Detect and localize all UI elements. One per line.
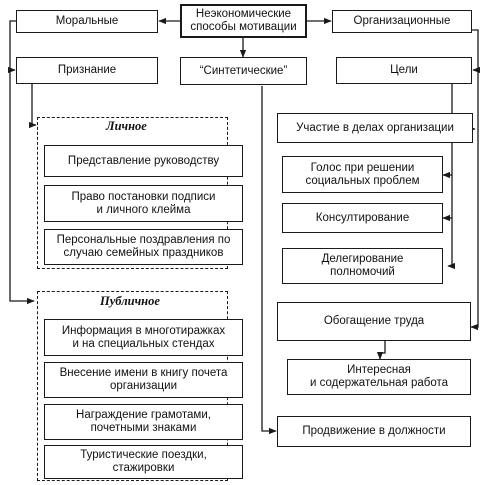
voice-label: Голос при решении социальных проблем	[305, 161, 420, 187]
voice-box: Голос при решении социальных проблем	[282, 156, 443, 193]
recognition-box: Признание	[16, 57, 158, 84]
organizational-box: Организационные	[332, 10, 472, 33]
moral-label: Моральные	[55, 15, 119, 27]
personal-item-label: Представление руководству	[67, 154, 220, 167]
arrow-goals-to-delegation	[447, 84, 456, 270]
public-item-label: Туристические поездки, стажировки	[80, 449, 207, 474]
promotion-box: Продвижение в должности	[277, 416, 471, 447]
public-item-label: Награждение грамотами, почетными знаками	[76, 409, 211, 434]
personal-item-label: Право постановки подписи и личного клейм…	[71, 190, 216, 216]
public-item-label: Внесение имени в книгу почета организаци…	[59, 367, 228, 392]
personal-item: Представление руководству	[44, 145, 243, 177]
organizational-label: Организационные	[353, 15, 451, 27]
synthetic-box: “Синтетические”	[180, 57, 307, 85]
arrow-recognition-to-personal	[28, 84, 37, 129]
consulting-box: Консултирование	[282, 203, 443, 233]
arrow-enrichment-to-interesting	[376, 341, 386, 360]
arrow-org-to-enrichment	[470, 29, 479, 331]
participation-label: Участие в делах организации	[296, 121, 454, 134]
moral-box: Моральные	[16, 10, 158, 33]
personal-item-label: Персональные поздравления по случаю семе…	[56, 234, 231, 259]
synthetic-label: “Синтетические”	[199, 64, 288, 77]
enrichment-box: Обогащение труда	[277, 302, 471, 341]
personal-group-title: Личное	[103, 119, 150, 133]
arrow-synthetic-to-promotion	[261, 86, 277, 435]
root-box: Неэкономические способы мотивации	[180, 4, 307, 38]
public-item: Внесение имени в книгу почета организаци…	[44, 362, 243, 398]
goals-box: Цели	[336, 57, 472, 84]
delegation-box: Делегирование полномочий	[282, 248, 443, 284]
recognition-label: Признание	[57, 64, 117, 76]
goals-label: Цели	[390, 64, 418, 76]
root-label: Неэкономические способы мотивации	[190, 8, 297, 33]
delegation-label: Делегирование полномочий	[321, 253, 404, 278]
interesting-work-label: Интересная и содержательная работа	[309, 364, 449, 389]
interesting-work-box: Интересная и содержательная работа	[287, 359, 471, 395]
public-item: Награждение грамотами, почетными знаками	[44, 404, 243, 440]
participation-box: Участие в делах организации	[277, 113, 473, 143]
promotion-label: Продвижение в должности	[302, 425, 446, 437]
public-item: Информация в многотиражках и на специаль…	[44, 319, 243, 356]
arrow-moral-to-public	[9, 20, 35, 305]
public-item-label: Информация в многотиражках и на специаль…	[61, 324, 226, 350]
personal-item: Право постановки подписи и личного клейм…	[44, 185, 243, 222]
enrichment-label: Обогащение труда	[323, 315, 425, 327]
public-item: Туристические поездки, стажировки	[44, 445, 243, 479]
public-group-title: Публичное	[97, 294, 163, 308]
personal-item: Персональные поздравления по случаю семе…	[44, 229, 243, 265]
consulting-label: Консултирование	[315, 211, 410, 224]
